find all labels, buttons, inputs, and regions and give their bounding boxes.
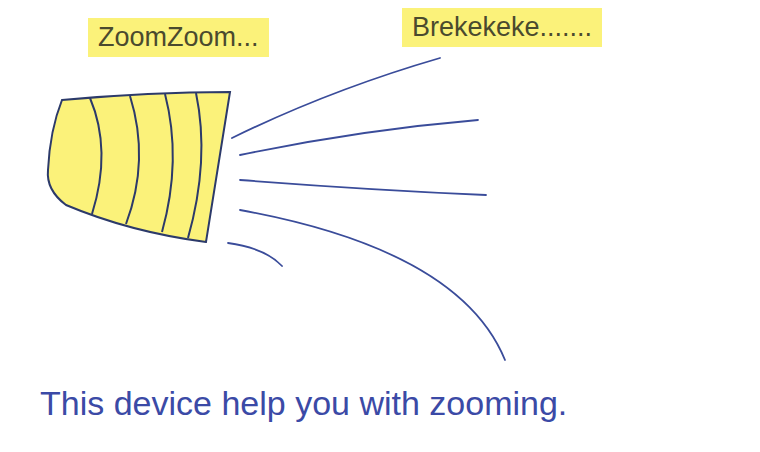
device-rib (188, 93, 201, 238)
sound-lines (228, 58, 505, 360)
device-ribs (90, 93, 201, 238)
caption: This device help you with zooming. (40, 384, 740, 423)
device-rib (162, 94, 173, 232)
sound-line (228, 243, 282, 266)
sound-line (232, 58, 440, 138)
highlighted-label: Brekekeke....... (402, 8, 602, 47)
device-rib (126, 96, 139, 224)
sound-line (240, 210, 505, 360)
highlighted-label: ZoomZoom... (88, 18, 269, 57)
sound-line (240, 180, 486, 195)
device-rib (90, 98, 102, 214)
device-body (48, 92, 230, 242)
sound-line (240, 120, 478, 155)
